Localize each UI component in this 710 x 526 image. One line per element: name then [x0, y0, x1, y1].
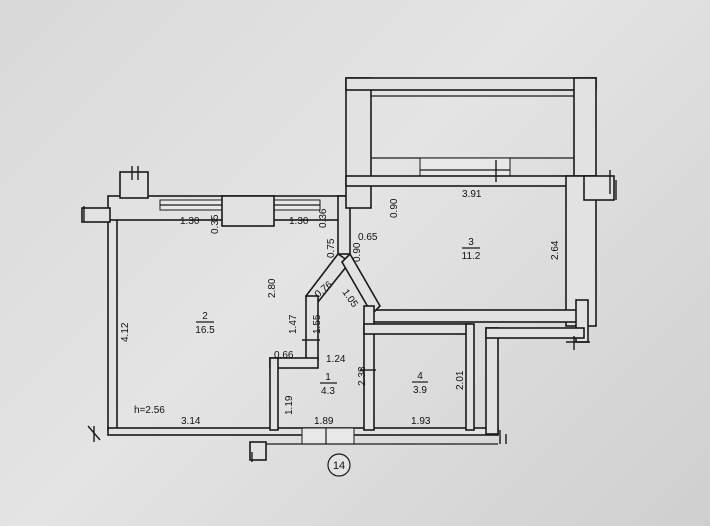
room-3-number: 3 — [468, 237, 474, 248]
dim-1-05: 1.05 — [340, 287, 360, 310]
room-3-label: 3 11.2 — [462, 237, 481, 262]
dim-3-91: 3.91 — [462, 189, 482, 200]
dim-1-47: 1.47 — [288, 314, 299, 334]
building-marker: 14 — [327, 453, 351, 477]
dim-1-89: 1.89 — [314, 416, 334, 427]
ceiling-height: h=2.56 — [134, 405, 165, 416]
dim-2-38: 2.38 — [357, 366, 368, 386]
building-marker-number: 14 — [333, 460, 345, 472]
wall-room3-bottom — [371, 309, 587, 323]
wall-room4-right — [465, 323, 475, 431]
wall-balcony-left — [345, 77, 372, 209]
wall-balcony-right — [573, 77, 597, 179]
wall-lower-right-top — [485, 327, 585, 339]
dim-2-01: 2.01 — [455, 370, 466, 390]
room-2-area: 16.5 — [195, 325, 215, 336]
pier-room2 — [221, 195, 275, 227]
room-2-label: 2 16.5 — [195, 311, 215, 336]
wall-stub-left — [81, 207, 111, 223]
wall-stub-top — [119, 171, 149, 199]
wall-room1-room4 — [363, 305, 375, 431]
dim-0-75: 0.75 — [326, 238, 337, 258]
entrance-door — [301, 427, 355, 445]
dim-1-19: 1.19 — [284, 395, 295, 415]
dim-0-66: 0.66 — [274, 350, 294, 361]
dim-1-55: 1.55 — [312, 314, 323, 334]
dim-0-35: 0.35 — [210, 214, 221, 234]
room-2-number: 2 — [202, 311, 208, 322]
dim-1-30-right: 1.30 — [289, 216, 309, 227]
wall-center-upper — [337, 195, 351, 255]
wall-balcony-top — [345, 77, 597, 91]
wall-bottom-stub — [249, 441, 267, 461]
room-1-area: 4.3 — [321, 386, 335, 397]
dim-0-36: 0.36 — [318, 208, 329, 228]
dim-0-90-b: 0.90 — [352, 242, 363, 262]
dim-1-30-left: 1.30 — [180, 216, 200, 227]
dim-2-64: 2.64 — [550, 240, 561, 260]
room-3-area: 11.2 — [462, 251, 481, 262]
wall-room3-top — [345, 175, 597, 187]
dim-0-65: 0.65 — [358, 232, 378, 243]
room-4-label: 4 3.9 — [412, 371, 428, 396]
room-4-area: 3.9 — [413, 385, 427, 396]
wall-room1-left-vert — [269, 357, 279, 431]
dim-1-24: 1.24 — [326, 354, 346, 365]
dim-2-80: 2.80 — [267, 278, 278, 298]
room-1-label: 1 4.3 — [320, 372, 337, 397]
wall-lower-right — [485, 327, 499, 435]
room-1-number: 1 — [325, 372, 331, 383]
wall-room4-top — [363, 323, 471, 335]
wall-right-stub — [583, 175, 615, 201]
wall-left — [107, 217, 118, 431]
dim-4-12: 4.12 — [120, 322, 131, 342]
dim-3-14: 3.14 — [181, 416, 201, 427]
dim-1-93: 1.93 — [411, 416, 431, 427]
room-4-number: 4 — [417, 371, 423, 382]
dim-0-90-a: 0.90 — [389, 198, 400, 218]
